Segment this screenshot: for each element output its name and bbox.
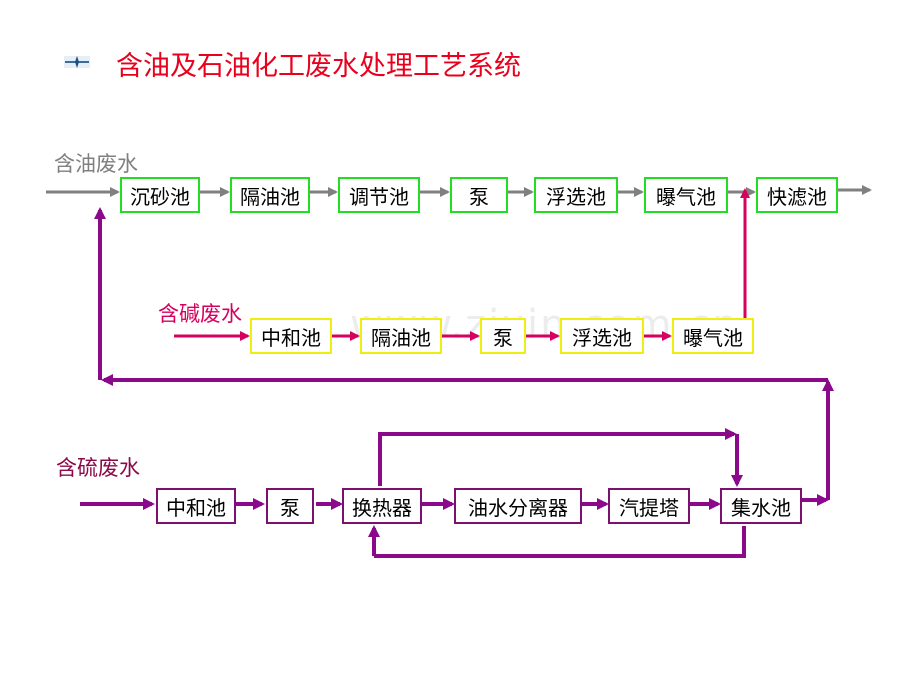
pump-3: 泵 bbox=[266, 488, 314, 524]
pump-1: 泵 bbox=[450, 177, 508, 213]
stripping-tower: 汽提塔 bbox=[608, 488, 690, 524]
sulfur-wastewater-label: 含硫废水 bbox=[56, 456, 140, 480]
oil-water-separator: 油水分离器 bbox=[454, 488, 582, 524]
collection-tank: 集水池 bbox=[720, 488, 802, 524]
page-title: 含油及石油化工废水处理工艺系统 bbox=[116, 51, 521, 82]
pump-2: 泵 bbox=[480, 318, 526, 354]
equalization-tank: 调节池 bbox=[338, 177, 420, 213]
neutralization-tank-3: 中和池 bbox=[156, 488, 236, 524]
heat-exchanger: 换热器 bbox=[342, 488, 422, 524]
rapid-filter: 快滤池 bbox=[756, 177, 838, 213]
neutralization-tank-2: 中和池 bbox=[250, 318, 332, 354]
flotation-tank: 浮选池 bbox=[534, 177, 618, 213]
bullet-icon bbox=[62, 52, 92, 72]
oil-separator-tank: 隔油池 bbox=[230, 177, 310, 213]
flotation-tank-2: 浮选池 bbox=[560, 318, 644, 354]
alkaline-wastewater-label: 含碱废水 bbox=[158, 302, 242, 326]
aeration-tank: 曝气池 bbox=[644, 177, 728, 213]
oil-separator-tank-2: 隔油池 bbox=[360, 318, 442, 354]
aeration-tank-2: 曝气池 bbox=[672, 318, 754, 354]
oily-wastewater-label: 含油废水 bbox=[54, 152, 138, 176]
grit-chamber: 沉砂池 bbox=[120, 177, 200, 213]
